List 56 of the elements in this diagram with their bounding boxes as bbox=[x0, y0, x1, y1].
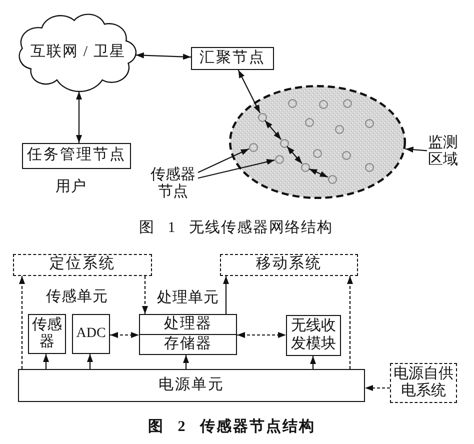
cloud: 互联网 / 卫星 bbox=[18, 13, 138, 93]
small-circle bbox=[364, 118, 374, 128]
double-arrow bbox=[76, 92, 82, 143]
figure-caption: 图 1 无线传感器网络结构 bbox=[139, 219, 333, 237]
box-text: 存储器 bbox=[163, 335, 213, 354]
double-arrow bbox=[264, 120, 282, 140]
dashed-box: 定位系统 bbox=[13, 254, 152, 276]
arrow bbox=[198, 158, 275, 179]
dashed-box: 移动系统 bbox=[220, 254, 358, 276]
small-circle bbox=[342, 150, 350, 160]
arrow bbox=[365, 385, 390, 391]
small-circle bbox=[300, 162, 310, 172]
double-arrow bbox=[286, 146, 302, 164]
small-circle bbox=[328, 174, 336, 184]
arrow bbox=[87, 354, 93, 369]
double-arrow bbox=[237, 332, 286, 338]
double-arrow bbox=[136, 52, 192, 60]
double-arrow bbox=[308, 168, 328, 178]
text-box: 电源单元 bbox=[18, 369, 365, 402]
split-box bbox=[139, 314, 237, 355]
small-circle bbox=[364, 162, 374, 172]
figure-caption: 图 2 传感器节点结构 bbox=[148, 418, 316, 436]
arrow bbox=[19, 276, 25, 369]
small-circle bbox=[304, 118, 314, 126]
arrow bbox=[405, 146, 428, 153]
small-circle bbox=[288, 98, 296, 108]
text-box: ADC bbox=[72, 314, 110, 354]
arrow bbox=[223, 276, 229, 314]
box-text: 处理器 bbox=[140, 315, 236, 335]
arrow bbox=[310, 356, 316, 369]
double-arrow bbox=[238, 70, 260, 114]
dashed-box: 电源自供电系统 bbox=[390, 363, 457, 403]
small-circle bbox=[258, 112, 266, 122]
small-circle bbox=[280, 138, 288, 148]
arrow bbox=[142, 276, 148, 314]
section-label: 处理单元 bbox=[157, 289, 219, 307]
arrow bbox=[43, 354, 49, 369]
side-label: 用户 bbox=[56, 178, 86, 196]
text-box: 任务管理节点 bbox=[22, 143, 131, 169]
small-circle bbox=[312, 148, 322, 158]
callout-text: 监测区域 bbox=[427, 134, 459, 170]
text-box: 传感器 bbox=[28, 314, 66, 354]
small-circle bbox=[274, 154, 284, 164]
callout-text: 传感器节点 bbox=[148, 166, 198, 202]
small-circle bbox=[334, 124, 344, 134]
text-box: 汇聚节点 bbox=[191, 47, 274, 70]
double-arrow bbox=[110, 332, 139, 338]
small-circle bbox=[342, 98, 352, 108]
dashed-ellipse bbox=[229, 85, 406, 199]
small-circle bbox=[318, 100, 328, 108]
text-box: 无线收发模块 bbox=[286, 315, 341, 356]
arrow bbox=[183, 355, 189, 369]
small-circle bbox=[248, 142, 258, 152]
arrow bbox=[198, 148, 250, 173]
section-label: 传感单元 bbox=[46, 288, 108, 306]
arrow bbox=[347, 276, 353, 369]
